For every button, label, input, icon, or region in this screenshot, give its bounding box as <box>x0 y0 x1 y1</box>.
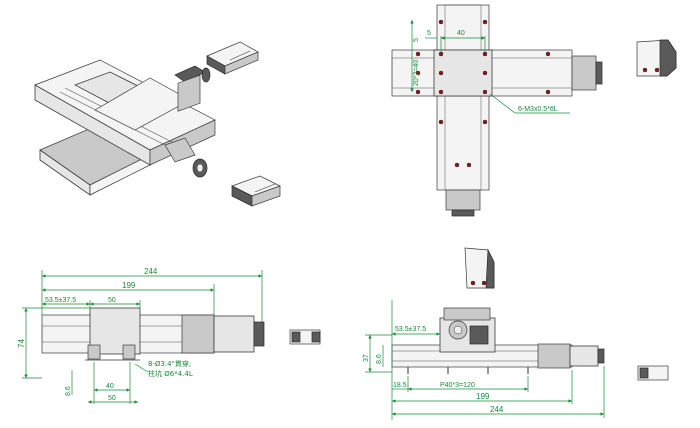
side-dim-18-5: 18.5 <box>393 382 407 389</box>
top-dim-40: 40 <box>457 30 465 37</box>
side-coupling <box>537 343 571 369</box>
top-view-connector <box>636 39 677 77</box>
top-cross-motor <box>571 55 597 91</box>
front-dim-50-bottom: 50 <box>108 395 116 402</box>
top-dim-5-side: 5 <box>413 38 420 42</box>
front-dim-74: 74 <box>17 339 26 348</box>
iso-connector-top <box>206 41 259 75</box>
side-motor <box>569 345 599 367</box>
iso-motor-top-body <box>177 74 201 112</box>
front-view: 244 199 53.5±37.5 50 74 8.6 40 50 8-Ø3.4… <box>17 267 321 404</box>
side-dim-53: 53.5±37.5 <box>395 326 426 333</box>
top-carriage-plate <box>433 49 493 97</box>
top-mounting-holes <box>415 19 551 168</box>
side-dim-pitch: P40*3=120 <box>440 382 475 389</box>
top-callout: 6-M3x0.5*6L <box>518 106 558 113</box>
front-motor-knob <box>253 321 265 347</box>
front-dim-199: 199 <box>122 281 136 290</box>
front-dim-40: 40 <box>106 383 114 390</box>
front-dim-50-top: 50 <box>108 297 116 304</box>
front-note-line1: 8-Ø3.4"貫穿; <box>148 359 191 368</box>
top-dim-5: 5 <box>427 30 431 37</box>
front-note-line2: 柱坑 Ø6*4.4L <box>148 369 193 378</box>
side-view: 53.5±37.5 37 8.6 18.5 P40*3=120 199 244 <box>363 247 669 420</box>
iso-motor-end <box>164 137 196 163</box>
front-dim-53: 53.5±37.5 <box>45 297 76 304</box>
front-dim-244: 244 <box>144 267 158 276</box>
isometric-stage-view <box>34 41 281 207</box>
side-dim-244: 244 <box>490 405 504 414</box>
side-mounting-screws <box>407 367 529 374</box>
top-vertical-rail <box>436 4 490 191</box>
side-view-connector-top <box>464 247 495 289</box>
top-dim-20x2: 20*2=40 <box>413 60 420 86</box>
top-long-motor <box>445 189 481 211</box>
front-coupling <box>181 314 215 354</box>
front-dim-8-6: 8.6 <box>65 386 72 396</box>
side-dim-8-6: 8.6 <box>376 354 383 364</box>
iso-connector-bottom <box>231 175 281 207</box>
side-dim-37: 37 <box>363 354 370 362</box>
iso-motor-top-knob <box>201 67 211 83</box>
side-dim-199: 199 <box>476 392 490 401</box>
front-motor <box>213 315 255 353</box>
top-view: 5 40 20*2=40 5 6-M3x0.5*6L <box>391 4 677 217</box>
